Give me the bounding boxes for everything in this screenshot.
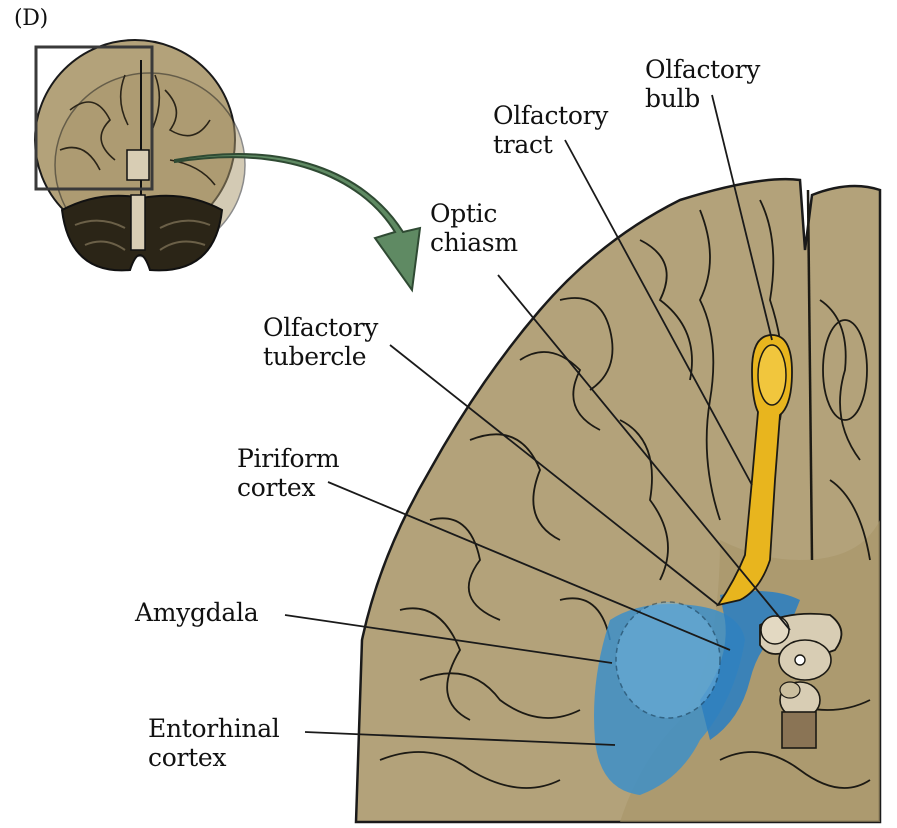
label-piriform-cortex-line2: cortex — [237, 473, 339, 502]
label-olfactory-tubercle: Olfactory tubercle — [263, 313, 378, 371]
label-optic-chiasm-line1: Optic — [430, 199, 518, 228]
label-olfactory-bulb-line2: bulb — [645, 84, 760, 113]
label-optic-chiasm-line2: chiasm — [430, 228, 518, 257]
label-optic-chiasm: Optic chiasm — [430, 199, 518, 257]
panel-letter: (D) — [14, 4, 48, 33]
label-olfactory-tubercle-line1: Olfactory — [263, 313, 378, 342]
label-olfactory-tract-line2: tract — [493, 130, 608, 159]
label-piriform-cortex: Piriform cortex — [237, 444, 339, 502]
label-amygdala: Amygdala — [135, 598, 258, 627]
label-entorhinal-cortex-line2: cortex — [148, 743, 280, 772]
label-entorhinal-cortex: Entorhinal cortex — [148, 714, 280, 772]
label-entorhinal-cortex-line1: Entorhinal — [148, 714, 280, 743]
label-amygdala-line1: Amygdala — [135, 598, 258, 627]
label-olfactory-tract-line1: Olfactory — [493, 101, 608, 130]
label-olfactory-bulb-line1: Olfactory — [645, 55, 760, 84]
label-olfactory-tract: Olfactory tract — [493, 101, 608, 159]
label-piriform-cortex-line1: Piriform — [237, 444, 339, 473]
label-olfactory-tubercle-line2: tubercle — [263, 342, 378, 371]
label-olfactory-bulb: Olfactory bulb — [645, 55, 760, 113]
